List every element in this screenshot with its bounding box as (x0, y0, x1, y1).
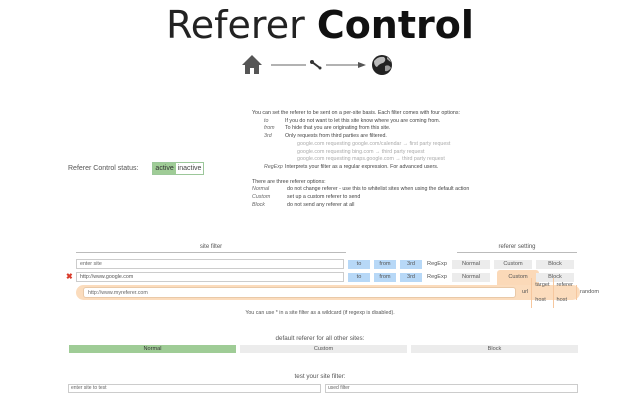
option-regexp: RegExp Interprets your filter as a regul… (264, 163, 439, 170)
used-filter-output: used filter (325, 384, 578, 393)
example-3: google.com requesting maps.google.com → … (297, 156, 445, 163)
home-icon (242, 55, 262, 74)
example-1: google.com requesting google.com/calenda… (297, 140, 451, 147)
wrench-icon (310, 60, 322, 70)
filter-row-new: enter site to from 3rd RegExp Normal Cus… (76, 259, 580, 269)
custom-option-referer-host[interactable]: referer host (552, 277, 576, 308)
status-label: Referer Control status: (68, 165, 139, 172)
filter-to-button[interactable]: to (348, 272, 370, 282)
filter-regexp-button[interactable]: RegExp (427, 260, 447, 267)
referer-option-block: Block do not send any referer at all (252, 201, 355, 208)
intro-text: You can set the referer to be sent on a … (252, 110, 460, 116)
site-input-google[interactable]: http://www.google.com (76, 272, 344, 282)
setting-normal-button[interactable]: Normal (452, 272, 490, 282)
setting-block-button[interactable]: Block (536, 272, 574, 282)
remove-filter-icon[interactable]: ✖ (66, 272, 73, 281)
filter-3rd-button[interactable]: 3rd (400, 272, 422, 282)
title-light: Referer (166, 3, 305, 47)
default-referer-label: default referer for all other sites: (275, 335, 365, 342)
default-referer-options: Normal Custom Block (69, 345, 578, 353)
referer-setting-header: referer setting (498, 244, 536, 250)
custom-option-url[interactable]: url (522, 289, 529, 295)
filter-row-google: http://www.google.com to from 3rd RegExp… (76, 272, 580, 282)
filter-from-button[interactable]: from (374, 259, 396, 269)
help-text: You can set the referer to be sent on a … (252, 110, 532, 209)
test-site-input[interactable]: enter site to test (68, 384, 321, 393)
setting-block-button[interactable]: Block (536, 259, 574, 269)
filter-to-button[interactable]: to (348, 259, 370, 269)
referer-option-normal: Normal do not change referer - use this … (252, 186, 470, 193)
site-filter-header: site filter (199, 244, 223, 250)
status-inactive-button[interactable]: inactive (175, 163, 204, 174)
title-bold: Control (316, 3, 474, 47)
logo-illustration (240, 52, 400, 82)
site-input-new[interactable]: enter site (76, 259, 344, 269)
status-toggle: active inactive (152, 162, 205, 175)
custom-referer-panel: http://www.myreferer.com url target host… (76, 277, 599, 308)
referer-option-custom: Custom set up a custom referer to send (252, 194, 361, 201)
filter-regexp-button[interactable]: RegExp (427, 273, 447, 280)
default-normal-button[interactable]: Normal (69, 345, 236, 353)
default-block-button[interactable]: Block (411, 345, 578, 353)
test-filter-label: test your site filter: (294, 373, 346, 380)
default-custom-button[interactable]: Custom (240, 345, 407, 353)
setting-custom-button[interactable]: Custom (494, 259, 532, 269)
referer-setting-divider (457, 252, 577, 253)
status-active-button[interactable]: active (153, 163, 176, 174)
site-filter-divider (76, 252, 346, 253)
custom-option-random[interactable]: random (576, 285, 602, 300)
custom-option-target-host[interactable]: target host (531, 277, 552, 308)
option-from: from To hide that you are originating fr… (264, 125, 391, 132)
option-to: to If you do not want to let this site k… (264, 117, 441, 124)
globe-icon (372, 55, 392, 75)
filter-from-button[interactable]: from (374, 272, 396, 282)
setting-custom-selected-button[interactable]: Custom (497, 270, 539, 286)
app-title: Referer Control (0, 3, 640, 47)
custom-referer-options: url target host referer host random (519, 277, 602, 308)
custom-referer-input[interactable]: http://www.myreferer.com (83, 287, 516, 298)
referer-intro: There are three referer options: (252, 178, 326, 185)
filter-3rd-button[interactable]: 3rd (400, 259, 422, 269)
test-filter-row: enter site to test used filter (68, 384, 578, 393)
setting-normal-button[interactable]: Normal (452, 259, 490, 269)
example-2: google.com requesting bing.com → third p… (297, 148, 425, 155)
status-control: Referer Control status: active inactive (68, 162, 205, 175)
option-3rd: 3rd Only requests from third parties are… (264, 133, 387, 140)
wildcard-hint: You can use * in a site filter as a wild… (245, 310, 395, 316)
